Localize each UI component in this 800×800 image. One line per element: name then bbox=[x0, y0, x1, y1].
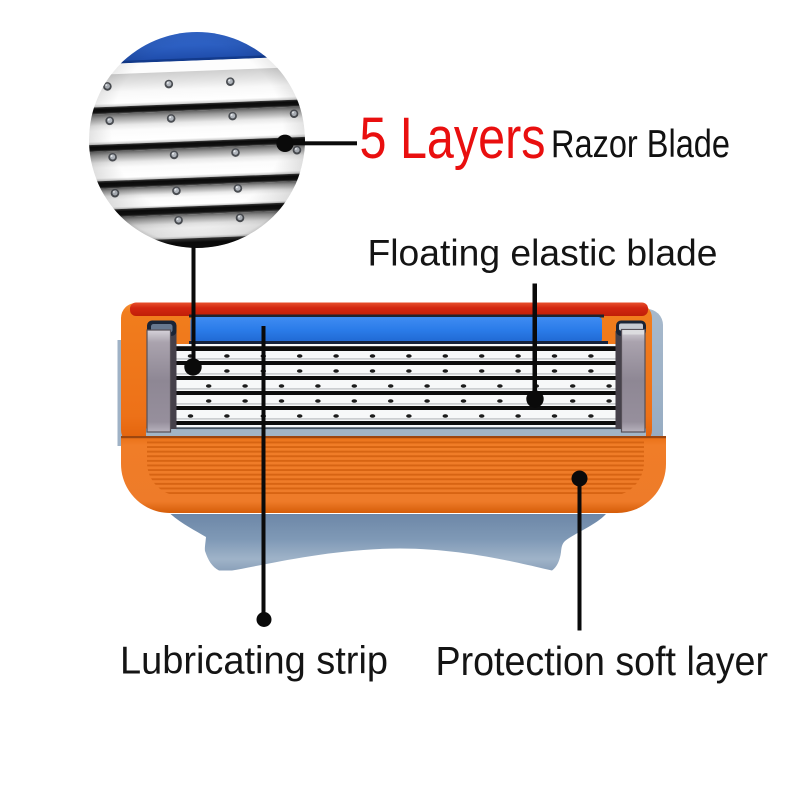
svg-text:Lubricating strip: Lubricating strip bbox=[120, 640, 388, 683]
svg-text:Floating elastic blade: Floating elastic blade bbox=[368, 233, 718, 274]
svg-text:Protection soft layer: Protection soft layer bbox=[436, 638, 769, 684]
svg-text:Razor Blade: Razor Blade bbox=[551, 123, 730, 166]
svg-text:5 Layers: 5 Layers bbox=[360, 106, 546, 171]
